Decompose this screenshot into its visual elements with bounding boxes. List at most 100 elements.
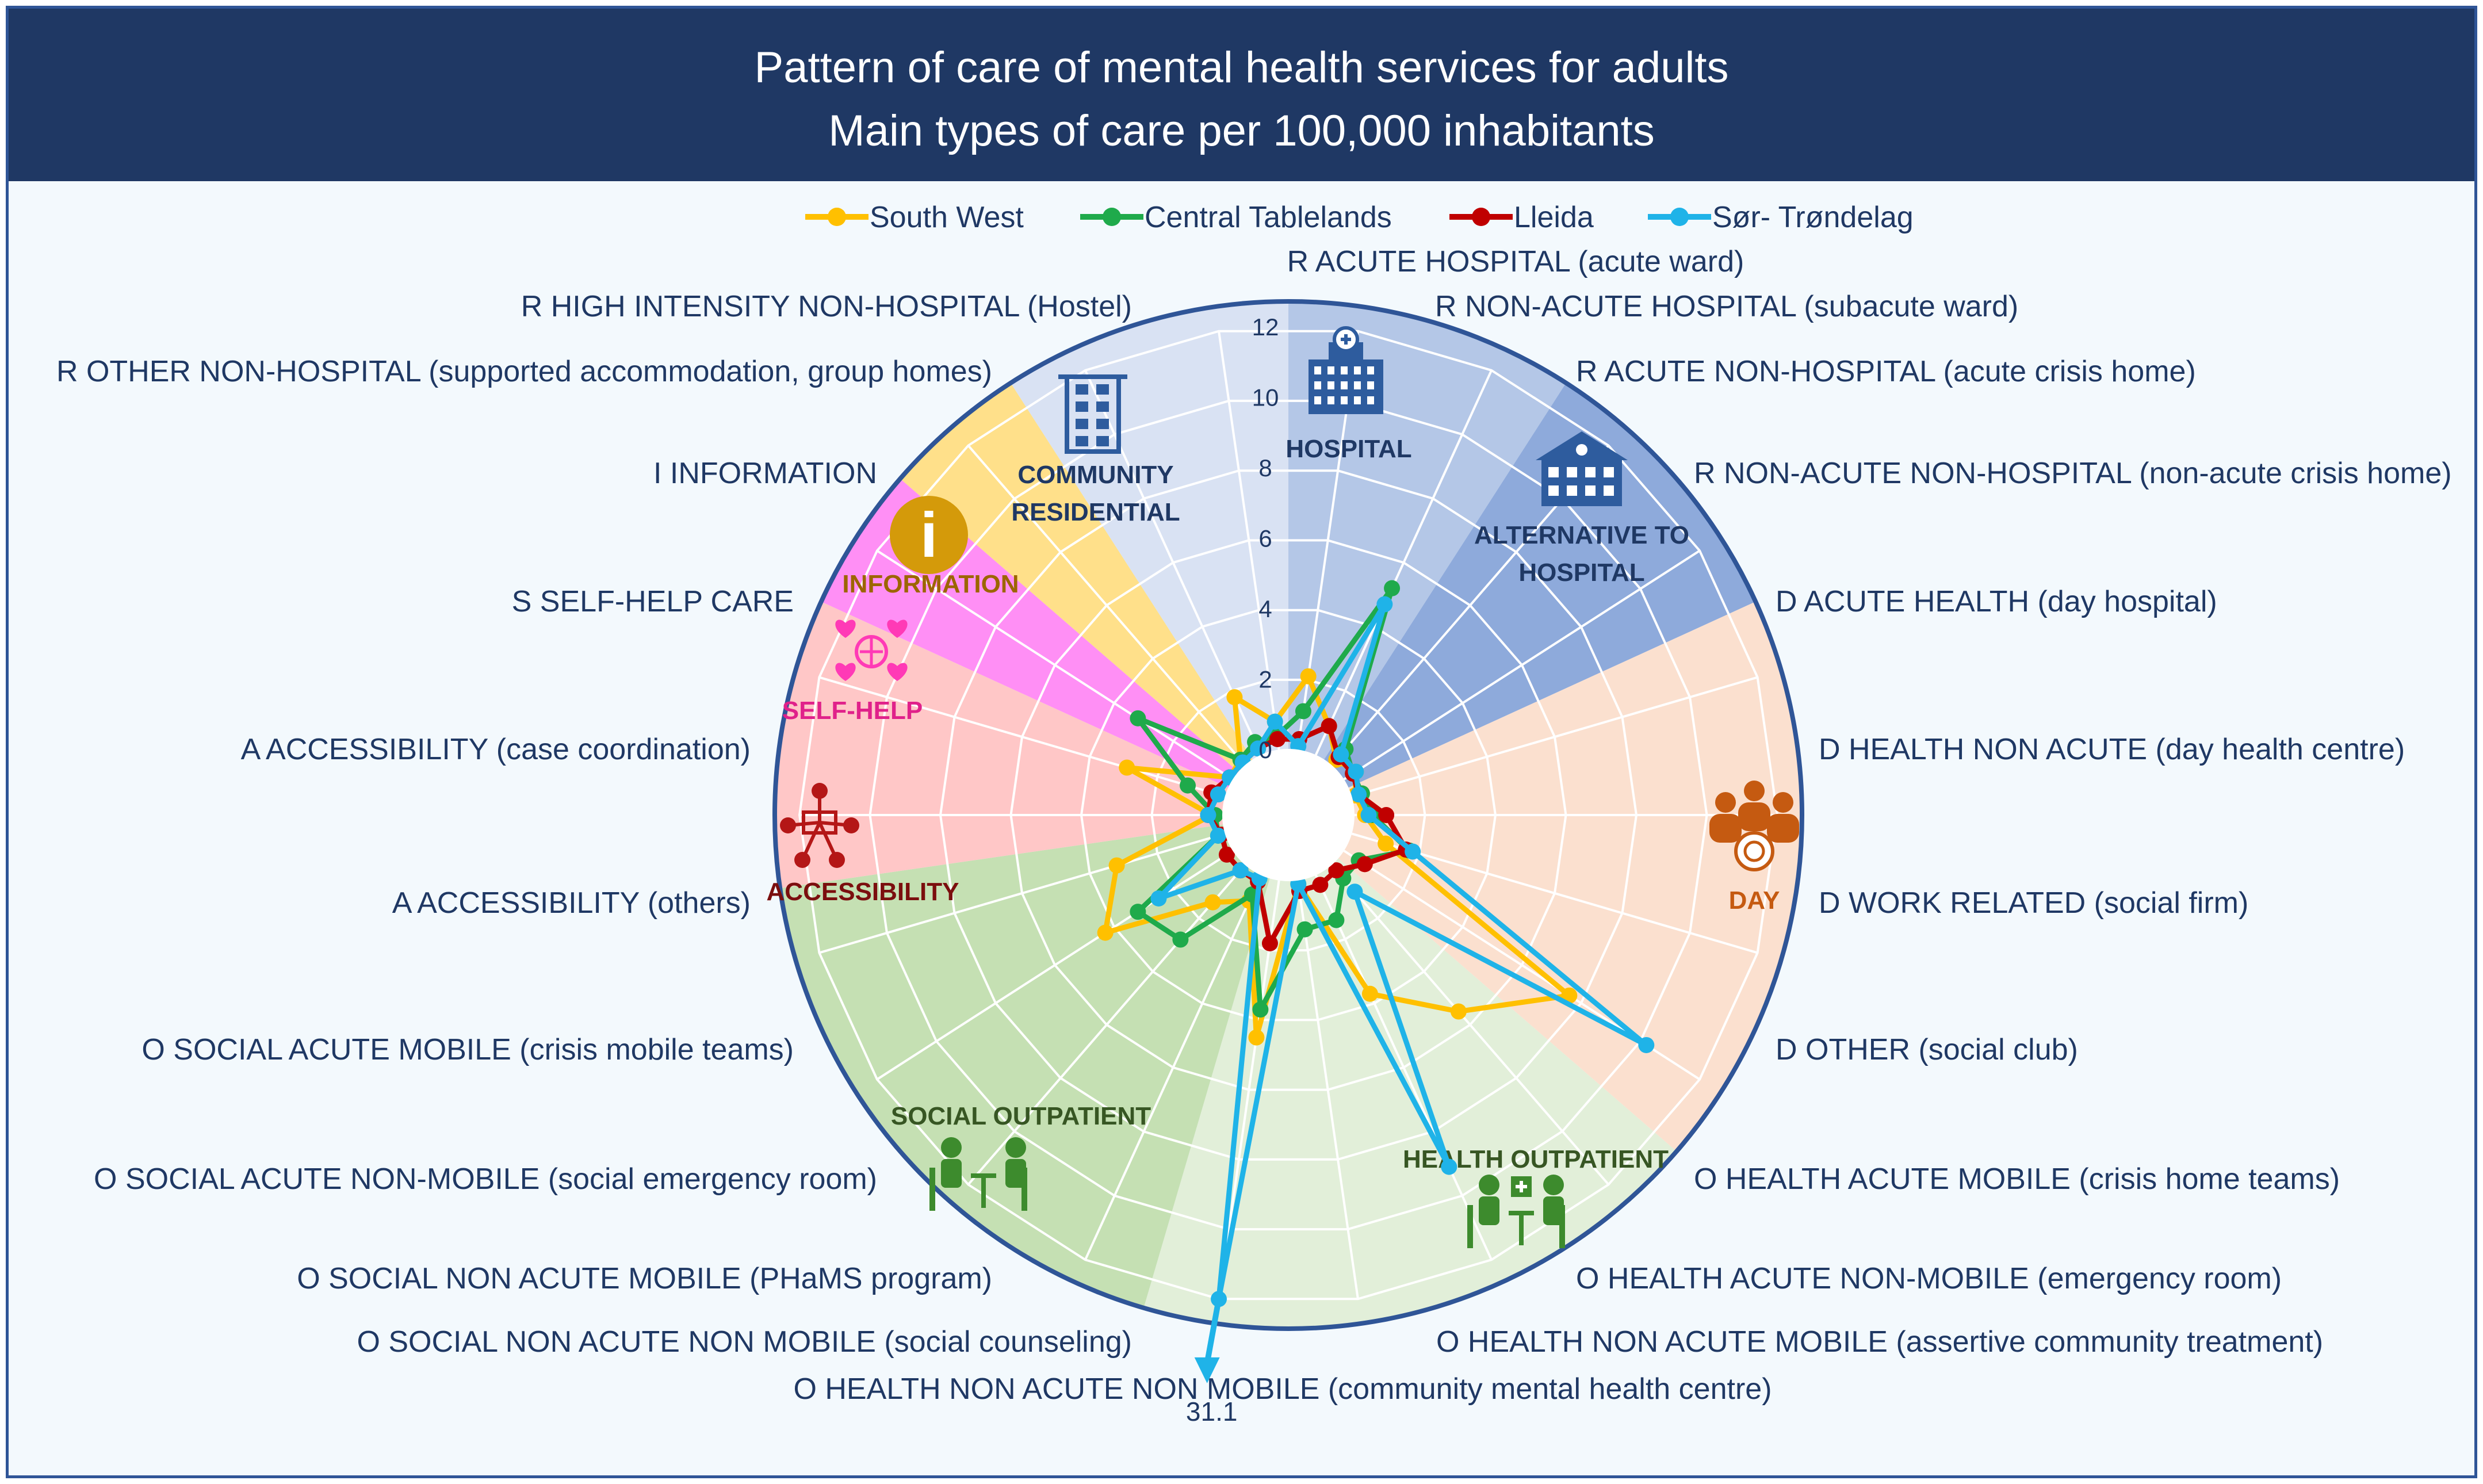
category-label-6: D HEALTH NON ACUTE (day health centre) xyxy=(1819,733,2405,766)
category-label-2: R NON-ACUTE HOSPITAL (subacute ward) xyxy=(1435,290,2018,323)
data-point-central-tablelands xyxy=(1130,904,1146,920)
data-point-lleida xyxy=(1312,877,1329,893)
category-label-4: R NON-ACUTE NON-HOSPITAL (non-acute cris… xyxy=(1694,457,2452,490)
data-point-s-r-tr-ndelag xyxy=(1638,1036,1655,1053)
hospital-icon xyxy=(1309,326,1383,414)
tick-label: 0 xyxy=(1258,736,1272,763)
community-residential-icon xyxy=(1058,374,1127,454)
grid-spoke xyxy=(1351,676,1758,798)
category-label-7: D WORK RELATED (social firm) xyxy=(1819,886,2248,920)
grid-spoke xyxy=(876,850,1234,1081)
data-point-south-west xyxy=(1361,985,1378,1002)
data-point-lleida xyxy=(1356,856,1373,873)
grid-spoke xyxy=(1330,864,1610,1185)
data-point-s-r-tr-ndelag xyxy=(1333,746,1349,763)
data-point-lleida xyxy=(1218,846,1235,863)
accessibility-network-icon xyxy=(780,783,859,868)
svg-text:Lleida: Lleida xyxy=(1514,201,1594,234)
social-outpatient-icon xyxy=(929,1137,1027,1211)
sector-label-day: DAY xyxy=(1729,886,1780,915)
self-help-hearts-icon xyxy=(835,619,908,681)
center-hole xyxy=(1222,749,1355,881)
data-point-south-west xyxy=(1248,1029,1265,1046)
svg-text:South West: South West xyxy=(870,201,1024,234)
overflow-arrow-head xyxy=(1194,1357,1220,1383)
data-point-lleida xyxy=(1321,718,1337,735)
alternative-hospital-icon xyxy=(1536,431,1628,506)
outer-circle xyxy=(772,299,1804,1331)
grid-spoke xyxy=(818,832,1226,954)
data-point-s-r-tr-ndelag xyxy=(1267,713,1283,730)
data-point-s-r-tr-ndelag xyxy=(1346,883,1363,900)
data-point-central-tablelands xyxy=(1296,921,1313,938)
overflow-indicator: 31.1 xyxy=(1186,1298,1238,1426)
data-point-south-west xyxy=(1204,894,1221,911)
category-label-18: A ACCESSIBILITY (case coordination) xyxy=(241,733,751,766)
grid-spoke xyxy=(1314,874,1493,1261)
chart-title: Pattern of care of mental health service… xyxy=(754,43,1729,92)
category-label-11: O HEALTH NON ACUTE MOBILE (assertive com… xyxy=(1436,1325,2323,1359)
data-point-central-tablelands xyxy=(1328,912,1345,928)
category-label-20: I INFORMATION xyxy=(653,457,877,490)
data-point-s-r-tr-ndelag xyxy=(1210,786,1226,803)
title-banner: Pattern of care of mental health service… xyxy=(9,9,2474,181)
data-point-s-r-tr-ndelag xyxy=(1441,1158,1457,1175)
tick-label: 4 xyxy=(1258,595,1272,622)
legend-entry-s-r-tr-ndelag: Sør- Trøndelag xyxy=(1648,201,1914,234)
data-point-lleida xyxy=(1378,807,1395,823)
grid-spoke xyxy=(1218,331,1280,750)
data-point-lleida xyxy=(1261,935,1278,951)
legend: South West Central Tablelands Lleida Sør- T… xyxy=(805,201,1914,234)
data-point-s-r-tr-ndelag xyxy=(1350,786,1367,803)
sector-label-accessibility: ACCESSIBILITY xyxy=(767,878,959,906)
sector-hospital xyxy=(1288,301,1566,815)
category-label-16: O SOCIAL ACUTE MOBILE (crisis mobile tea… xyxy=(141,1033,794,1066)
data-point-s-r-tr-ndelag xyxy=(1200,807,1216,823)
category-label-9: O HEALTH ACUTE MOBILE (crisis home teams… xyxy=(1694,1162,2340,1196)
grid-spoke xyxy=(967,864,1246,1185)
grid-spoke xyxy=(1314,369,1493,756)
data-point-s-r-tr-ndelag xyxy=(1376,596,1393,613)
overflow-arrow-shaft xyxy=(1204,1298,1222,1364)
information-icon: i xyxy=(890,496,968,574)
data-point-central-tablelands xyxy=(1384,580,1401,596)
grid-spoke xyxy=(1296,880,1359,1299)
tick-label: 2 xyxy=(1258,666,1272,693)
data-point-s-r-tr-ndelag xyxy=(1348,763,1364,780)
data-point-central-tablelands xyxy=(1130,710,1146,726)
data-point-s-r-tr-ndelag xyxy=(1232,862,1249,879)
sector-label-self-help: SELF-HELP xyxy=(782,697,923,725)
data-point-south-west xyxy=(1108,857,1125,874)
tick-label: 6 xyxy=(1258,525,1272,552)
grid-spoke xyxy=(1084,874,1262,1261)
overflow-value-label: 31.1 xyxy=(1186,1397,1238,1426)
data-point-central-tablelands xyxy=(1180,777,1196,794)
sector-label-social-outpatient: SOCIAL OUTPATIENT xyxy=(891,1102,1151,1130)
category-label-13: O SOCIAL NON ACUTE NON MOBILE (social co… xyxy=(357,1325,1132,1359)
data-point-south-west xyxy=(1097,924,1114,941)
category-label-8: D OTHER (social club) xyxy=(1776,1033,2078,1066)
category-label-12: O HEALTH NON ACUTE NON MOBILE (community… xyxy=(793,1372,1772,1406)
data-point-s-r-tr-ndelag xyxy=(1250,740,1267,757)
day-group-icon xyxy=(1709,781,1799,871)
grid-spoke xyxy=(818,676,1226,798)
data-point-central-tablelands xyxy=(1252,1001,1269,1018)
category-labels: R ACUTE HOSPITAL (acute ward)R NON-ACUTE… xyxy=(56,245,2452,1406)
category-label-21: R OTHER NON-HOSPITAL (supported accommod… xyxy=(56,355,992,388)
category-label-3: R ACUTE NON-HOSPITAL (acute crisis home) xyxy=(1576,355,2196,388)
category-label-10: O HEALTH ACUTE NON-MOBILE (emergency roo… xyxy=(1576,1262,2282,1295)
svg-text:i: i xyxy=(920,500,938,571)
category-label-15: O SOCIAL ACUTE NON-MOBILE (social emerge… xyxy=(94,1162,877,1196)
data-point-s-r-tr-ndelag xyxy=(1210,827,1226,844)
health-outpatient-icon xyxy=(1467,1175,1565,1248)
data-point-central-tablelands xyxy=(1295,703,1311,720)
data-point-s-r-tr-ndelag xyxy=(1405,843,1421,860)
legend-entry-central-tablelands: Central Tablelands xyxy=(1080,201,1392,234)
data-point-central-tablelands xyxy=(1172,931,1189,948)
data-point-south-west xyxy=(1450,1003,1467,1020)
sector-alternative-to-hospital xyxy=(1288,383,1756,815)
sector-label-information: INFORMATION xyxy=(842,570,1019,598)
